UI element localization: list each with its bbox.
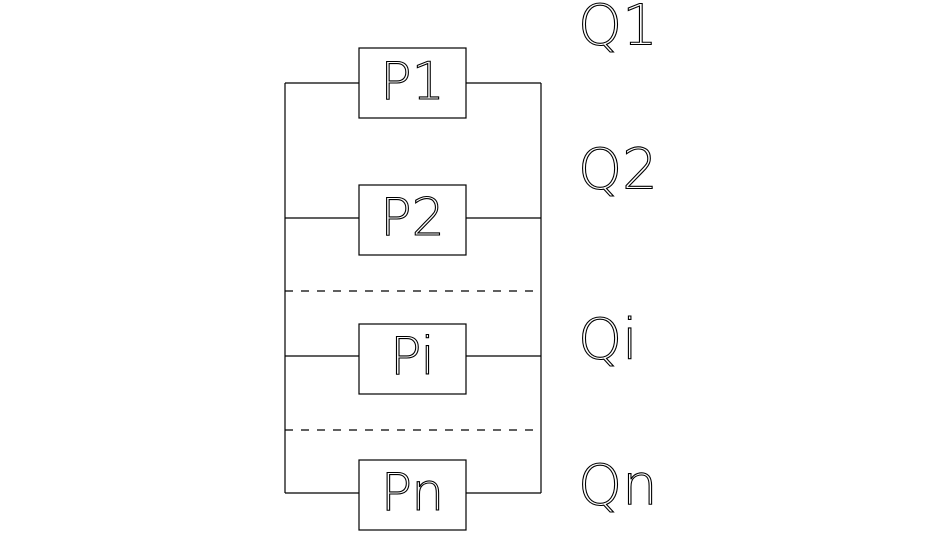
process-label-p2: P2 <box>380 188 444 248</box>
process-box-pi <box>358 323 467 395</box>
process-box-p2 <box>358 184 467 256</box>
flow-label-qi: Qi <box>578 307 638 372</box>
flow-label-qn: Qn <box>578 453 658 518</box>
process-label-p1: P1 <box>380 52 444 112</box>
process-box-pn <box>358 459 467 531</box>
flow-label-q1: Q1 <box>578 0 658 58</box>
process-label-pn: Pn <box>381 463 444 523</box>
flow-label-q2: Q2 <box>578 137 658 202</box>
process-box-p1 <box>358 47 467 119</box>
process-label-pi: Pi <box>390 327 435 387</box>
